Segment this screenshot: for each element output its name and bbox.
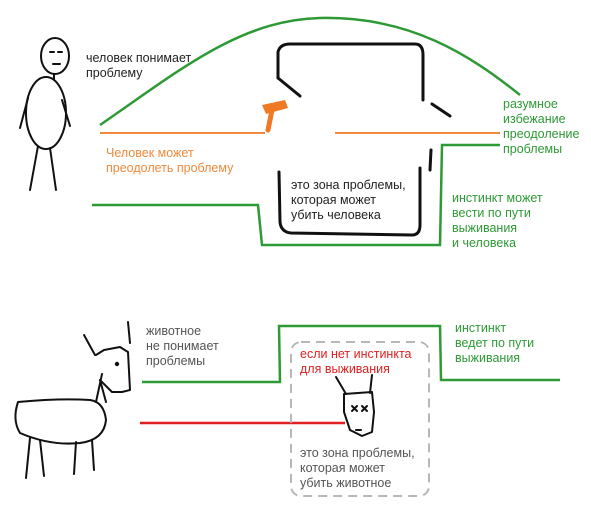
label-animal-not-understands: животное не понимает проблемы (146, 324, 219, 368)
label-reasonable-avoidance: разумное избежание преодоление проблемы (503, 97, 580, 156)
problem-box-human (276, 42, 452, 237)
avoidance-arc (99, 16, 521, 127)
instinct-path-animal (142, 324, 560, 384)
animal-figure (14, 321, 131, 479)
human-figure (19, 37, 71, 191)
label-problem-zone-human: это зона проблемы, которая может убить ч… (291, 178, 406, 222)
label-instinct-can-lead: инстинкт может вести по пути выживания и… (452, 191, 543, 250)
hammer-icon (262, 100, 288, 133)
label-problem-zone-animal: это зона проблемы, которая может убить ж… (300, 446, 415, 490)
dead-animal-icon (335, 374, 375, 437)
problem-box-animal (290, 341, 430, 497)
instinct-path-human (92, 143, 500, 247)
label-human-can-overcome: Человек может преодолеть проблему (106, 146, 234, 175)
label-human-understands: человек понимает проблему (86, 51, 192, 80)
label-no-instinct: если нет инстинкта для выживания (300, 347, 412, 376)
label-instinct-leads: инстинкт ведет по пути выживания (455, 321, 535, 365)
